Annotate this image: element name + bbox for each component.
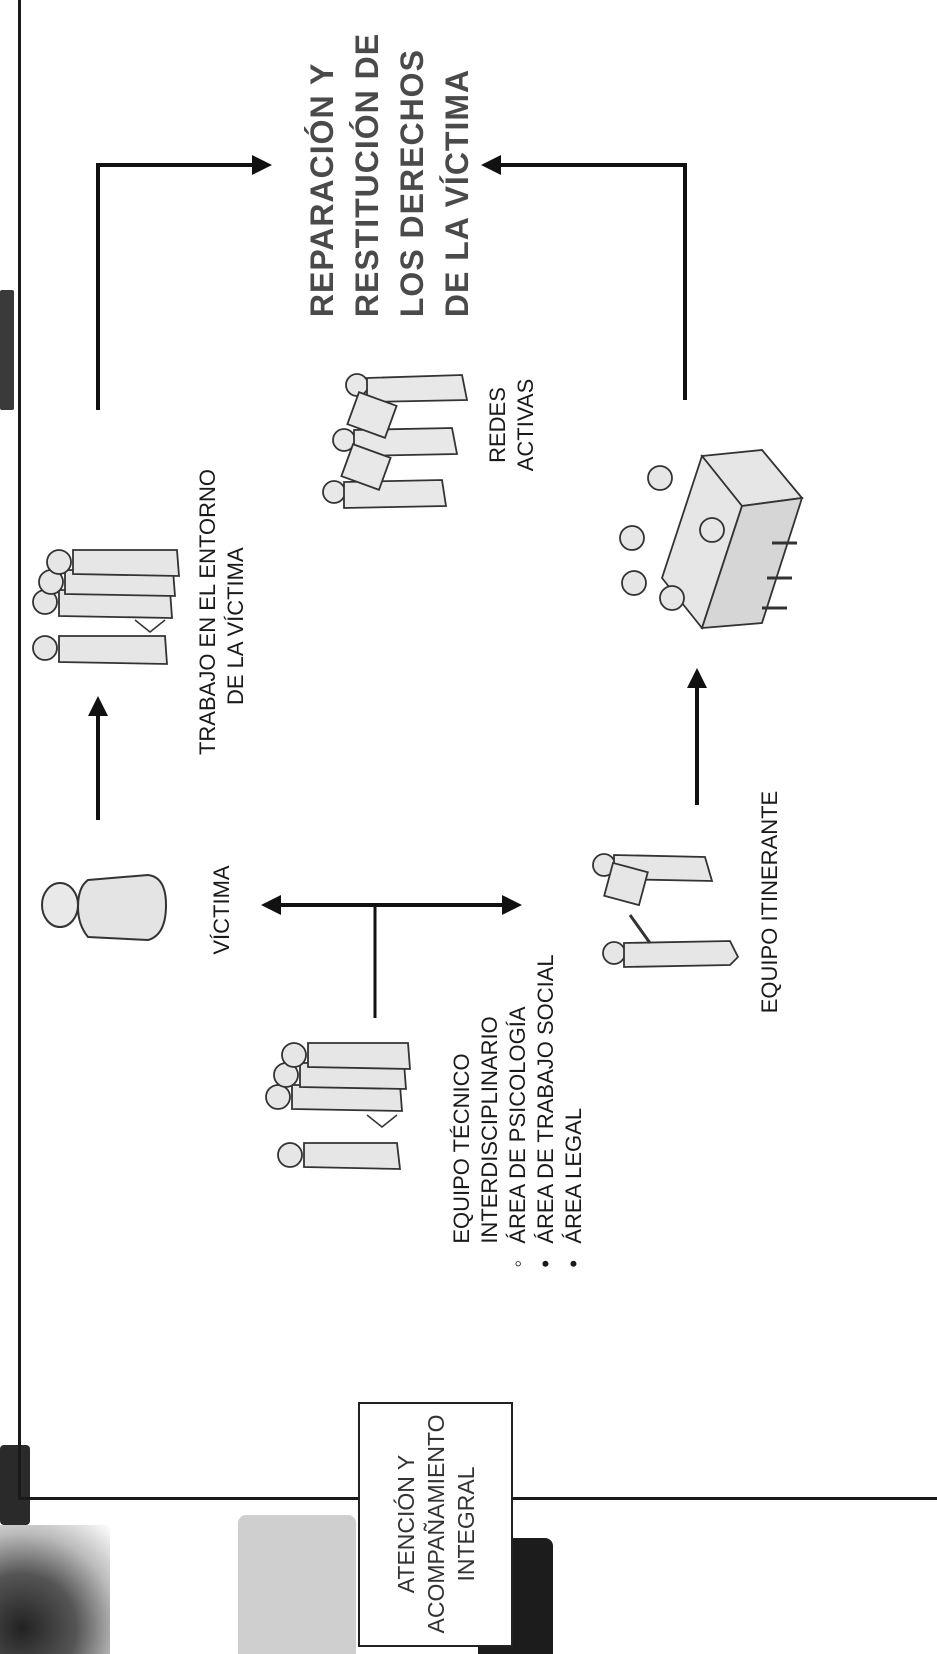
title-line: RESTITUCIÓN DE [349,32,385,318]
areas-list: ÁREA DE PSICOLOGÍA ÁREA DE TRABAJO SOCIA… [504,954,588,1269]
area-item: ÁREA LEGAL [560,954,588,1269]
edge-fragment-top [0,290,14,410]
title-line: LOS DERECHOS [394,49,430,318]
network-icon [322,373,469,509]
integral-care-box: ATENCIÓN Y ACOMPAÑAMIENTO INTEGRAL [358,1402,513,1647]
box-text: ATENCIÓN Y ACOMPAÑAMIENTO INTEGRAL [391,1415,481,1634]
itinerante-label: EQUIPO ITINERANTE [757,790,782,1014]
title-line: DE LA VÍCTIMA [439,68,475,318]
entorno-label: TRABAJO EN EL ENTORNO DE LA VÍCTIMA [194,469,250,755]
group-icon [32,549,180,665]
team-table-icon [619,449,804,630]
victim-label: VÍCTIMA [209,865,234,955]
arrow-entorno-to-title [96,155,272,410]
person-icon [41,873,168,942]
equipo-tecnico-label: EQUIPO TÉCNICO INTERDISCIPLINARIO ÁREA D… [448,954,588,1269]
entorno-line: DE LA VÍCTIMA [223,547,248,706]
gray-tab [238,1515,356,1654]
equipo-tecnico-line: EQUIPO TÉCNICO [449,1053,474,1244]
box-line: INTEGRAL [453,1466,479,1582]
photo-corner [0,1525,110,1654]
edge-fragment-bottom [0,1445,30,1525]
group-icon [265,1042,411,1170]
box-line: ACOMPAÑAMIENTO [423,1414,449,1634]
redes-line: REDES [485,387,510,463]
arrow-table-to-title [481,155,687,400]
title-line: REPARACIÓN Y [304,62,340,318]
itinerant-team-icon [592,853,740,968]
equipo-tecnico-line: INTERDISCIPLINARIO [477,1016,502,1244]
box-line: ATENCIÓN Y [393,1454,419,1594]
diagram-title: REPARACIÓN Y RESTITUCIÓN DE LOS DERECHOS… [300,33,480,317]
redes-line: ACTIVAS [513,378,538,472]
entorno-line: TRABAJO EN EL ENTORNO [195,468,220,756]
area-item: ÁREA DE PSICOLOGÍA [504,954,532,1269]
redes-label: REDES ACTIVAS [484,379,540,472]
area-item: ÁREA DE TRABAJO SOCIAL [532,954,560,1269]
